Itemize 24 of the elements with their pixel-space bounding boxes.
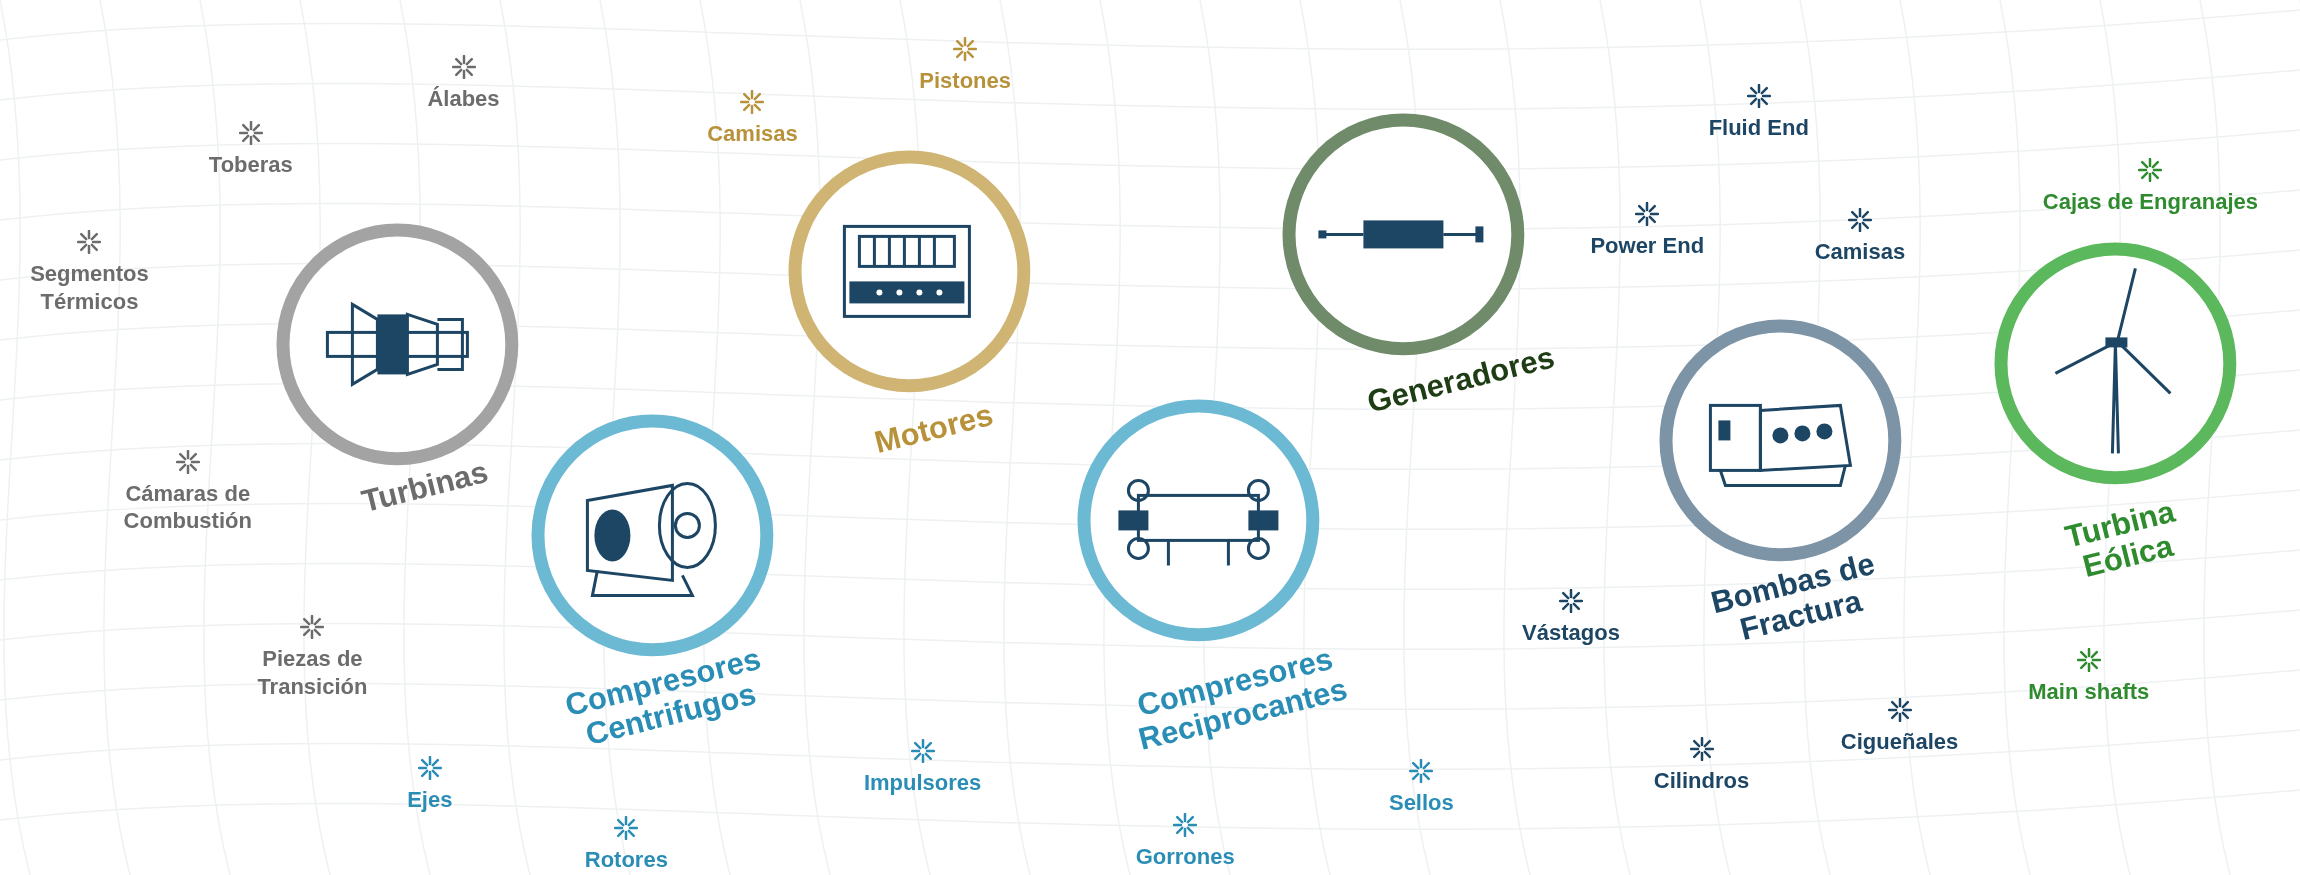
part-label: Ejes	[407, 786, 453, 814]
part-label: Sellos	[1388, 789, 1454, 817]
part-label: Gorrones	[1135, 843, 1235, 871]
part-label: Piezas de Transición	[256, 645, 369, 701]
part-label: Impulsores	[863, 768, 982, 797]
part-label: Main shafts	[2028, 677, 2150, 706]
part-label: Cilindros	[1653, 767, 1750, 795]
category-label: Turbina Eólica	[2060, 492, 2180, 586]
part-label: Power End	[1590, 231, 1705, 260]
category-label: Turbinas	[357, 453, 493, 522]
part-label: Fluid End	[1708, 114, 1809, 142]
part-label: Camisas	[707, 120, 798, 148]
part-label: Cajas de Engranajes	[2042, 187, 2258, 216]
part-label: Vástagos	[1522, 619, 1620, 647]
part-label: Segmentos Térmicos	[29, 260, 150, 316]
part-label: Álabes	[427, 85, 500, 113]
part-label: Toberas	[208, 151, 293, 179]
part-label: Cámaras de Combustión	[122, 479, 253, 535]
part-label: Rotores	[584, 846, 668, 874]
part-label: Pistones	[919, 67, 1011, 95]
part-label: Cigueñales	[1840, 727, 1959, 756]
part-label: Camisas	[1814, 237, 1906, 266]
category-label: Bombas de Fractura	[1706, 544, 1880, 649]
category-label: Motores	[870, 395, 998, 462]
